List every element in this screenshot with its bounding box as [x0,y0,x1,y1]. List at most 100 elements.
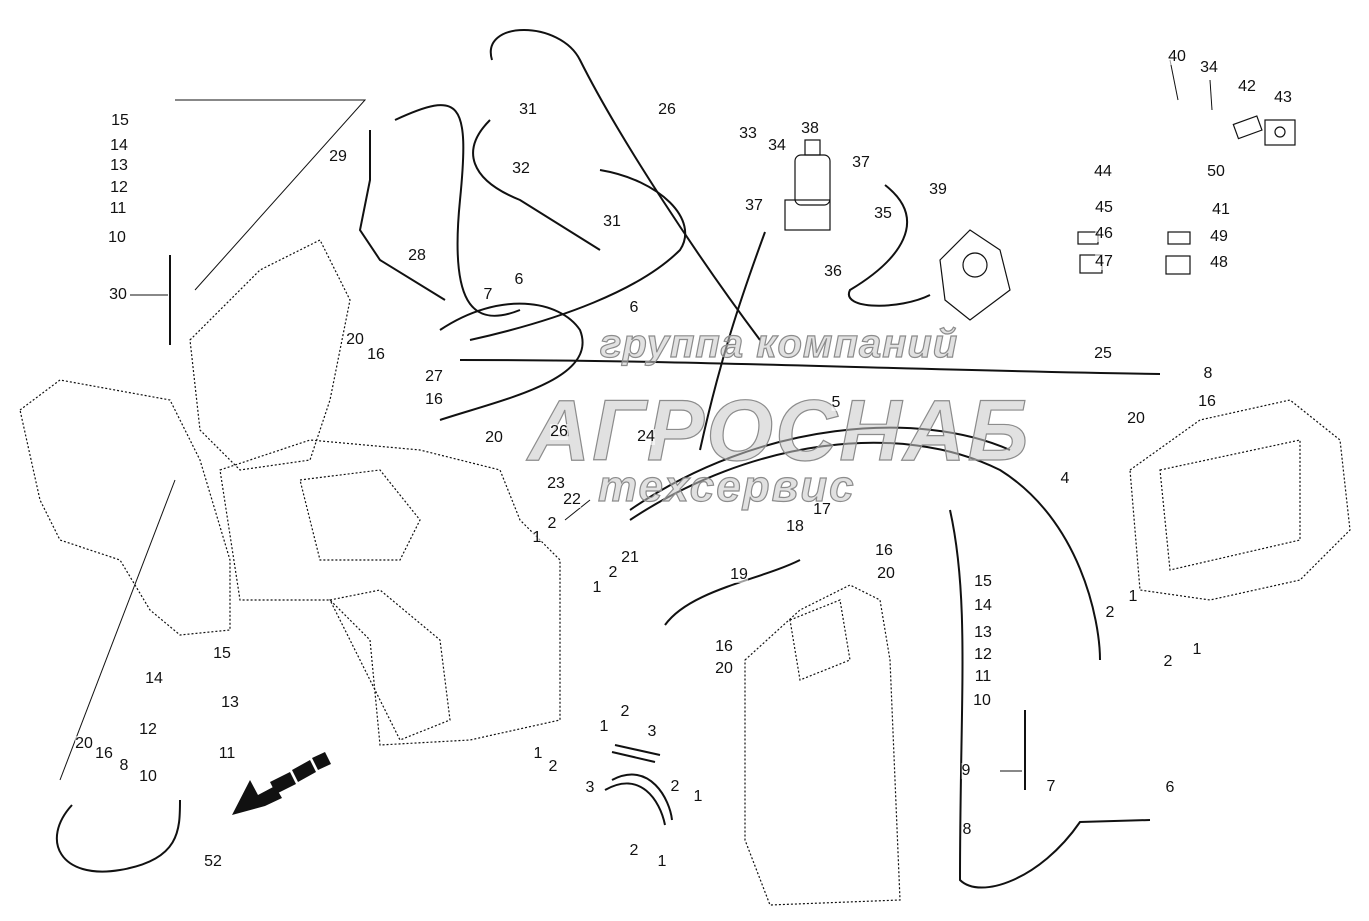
callout-37: 37 [852,154,870,171]
callout-7: 7 [483,286,493,303]
callout-1: 1 [1192,641,1202,658]
direction-arrow-icon [232,752,331,815]
callout-40: 40 [1168,48,1186,65]
callout-16: 16 [95,745,113,762]
callout-34: 34 [768,137,786,154]
callout-7: 7 [1046,778,1056,795]
callout-49: 49 [1210,228,1228,245]
callout-28: 28 [408,247,426,264]
tube-3b [604,773,673,826]
callout-1: 1 [599,718,609,735]
callout-5: 5 [831,394,841,411]
callout-15: 15 [213,645,231,662]
pump-assembly [939,229,1011,321]
callout-15: 15 [974,573,992,590]
callout-34: 34 [1200,59,1218,76]
hose-upper [394,104,521,317]
callout-45: 45 [1095,199,1113,216]
clamps [1077,115,1296,275]
callout-2: 2 [670,778,680,795]
callout-27: 27 [425,368,443,385]
hose-38 [699,231,766,451]
callout-18: 18 [786,518,804,535]
center-fender-outline [744,584,901,906]
callout-14: 14 [974,597,992,614]
callout-16: 16 [715,638,733,655]
hose-52 [55,799,181,873]
callout-12: 12 [139,721,157,738]
callout-4: 4 [1060,470,1070,487]
callout-42: 42 [1238,78,1256,95]
callout-44: 44 [1094,163,1112,180]
callout-2: 2 [608,564,618,581]
right-tank-outline [1129,399,1351,601]
callout-31: 31 [519,101,537,118]
watermark-line2: АГРОСНАБ [527,382,1031,479]
callout-20: 20 [1127,410,1145,427]
callout-1: 1 [533,745,543,762]
tube-3a [611,744,661,763]
hose-6b [469,169,687,341]
callout-20: 20 [485,429,503,446]
callout-13: 13 [974,624,992,641]
callout-10: 10 [973,692,991,709]
callout-41: 41 [1212,201,1230,218]
callout-20: 20 [346,331,364,348]
callout-6: 6 [514,271,524,288]
hose-5 [629,426,1011,511]
hose-4 [629,441,1101,661]
callout-16: 16 [367,346,385,363]
callout-14: 14 [145,670,163,687]
callout-38: 38 [801,120,819,137]
callout-6: 6 [1165,779,1175,796]
watermark-line1: группа компаний [599,321,959,366]
callout-11: 11 [974,668,992,685]
callout-23: 23 [547,475,565,492]
hose-39 [847,184,931,307]
callout-21: 21 [621,549,639,566]
callout-26: 26 [550,423,568,440]
callout-14: 14 [110,137,128,154]
hose-26 [489,29,761,341]
hose-25 [459,359,1161,375]
hoses [55,29,1161,889]
callout-39: 39 [929,181,947,198]
callout-10: 10 [108,229,126,246]
callout-20: 20 [877,565,895,582]
tube-32 [472,119,601,251]
callout-8: 8 [962,821,972,838]
callout-26: 26 [658,101,676,118]
callout-50: 50 [1207,163,1225,180]
callout-9: 9 [961,762,971,779]
callout-31: 31 [603,213,621,230]
callout-12: 12 [110,179,128,196]
callout-35: 35 [874,205,892,222]
callout-11: 11 [109,200,127,217]
callout-10: 10 [139,768,157,785]
callout-33: 33 [739,125,757,142]
callout-1: 1 [592,579,602,596]
hose-6 [439,302,584,421]
watermark-line3: техсервис [597,461,856,511]
callout-20: 20 [75,735,93,752]
callout-2: 2 [1105,604,1115,621]
callout-1: 1 [693,788,703,805]
callout-25: 25 [1094,345,1112,362]
callout-13: 13 [221,694,239,711]
callout-16: 16 [875,542,893,559]
callout-3: 3 [647,723,657,740]
callout-17: 17 [813,501,831,518]
callout-1: 1 [657,853,667,870]
callout-12: 12 [974,646,992,663]
callout-2: 2 [548,758,558,775]
callout-15: 15 [111,112,129,129]
tube-28 [358,130,446,301]
callout-16: 16 [425,391,443,408]
callout-20: 20 [715,660,733,677]
callout-36: 36 [824,263,842,280]
callout-1: 1 [532,529,542,546]
callout-22: 22 [563,491,581,508]
callout-32: 32 [512,160,530,177]
callout-47: 47 [1095,253,1113,270]
